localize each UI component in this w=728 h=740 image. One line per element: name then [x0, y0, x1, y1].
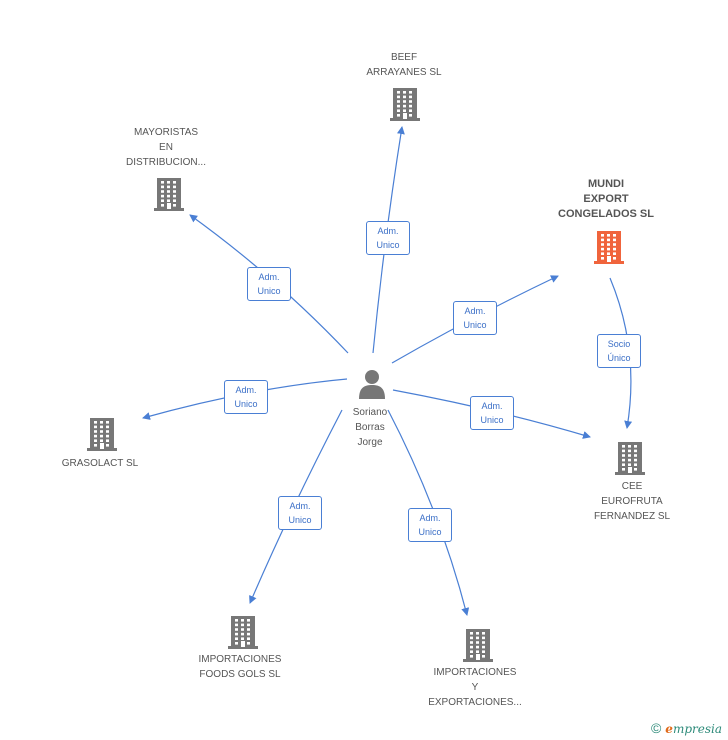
node-importaciones_export[interactable]: IMPORTACIONES Y EXPORTACIONES...: [410, 665, 540, 710]
node-label-line: Y: [471, 682, 479, 693]
node-label-line: IMPORTACIONES: [198, 654, 282, 665]
copyright-icon: ©: [650, 720, 662, 736]
edge-label-line: Adm.: [289, 501, 311, 511]
node-label-line: GRASOLACT SL: [61, 458, 139, 469]
building-icon[interactable]: [227, 615, 259, 654]
edge-label-line: Unico: [288, 515, 312, 525]
edge-label-line: Adm.: [377, 226, 399, 236]
node-label: IMPORTACIONES FOODS GOLS SL: [175, 652, 305, 682]
edge-label-line: Adm.: [258, 272, 280, 282]
node-grasolact[interactable]: GRASOLACT SL: [35, 456, 165, 471]
node-label-line: CEE: [621, 481, 643, 492]
node-label-line: MUNDI: [587, 178, 625, 190]
edge-label-mundi[interactable]: Adm. Unico: [453, 301, 497, 335]
node-label-line: EN: [159, 142, 173, 153]
node-label-line: Jorge: [357, 437, 383, 448]
copyright-footer[interactable]: ©empresia: [651, 720, 722, 736]
node-mayoristas[interactable]: MAYORISTAS EN DISTRIBUCION...: [101, 125, 231, 170]
edge-label-grasolact[interactable]: Adm. Unico: [224, 380, 268, 414]
building-icon[interactable]: [593, 230, 625, 269]
edge-label-line: Unico: [376, 240, 400, 250]
node-label-line: Borras: [355, 422, 385, 433]
edge-label-line: Unico: [257, 286, 281, 296]
node-label-line: EXPORTACIONES...: [428, 697, 522, 708]
building-icon[interactable]: [153, 177, 185, 216]
node-label: GRASOLACT SL: [35, 456, 165, 471]
node-label-line: DISTRIBUCION...: [125, 157, 206, 168]
node-mundi[interactable]: MUNDI EXPORT CONGELADOS SL: [541, 177, 671, 222]
edge-label-mayoristas[interactable]: Adm. Unico: [247, 267, 291, 301]
edge-label-line: Unico: [418, 527, 442, 537]
node-label-line: FERNANDEZ SL: [593, 511, 671, 522]
edge-label-line: Unico: [480, 415, 504, 425]
edge-label-line: Único: [607, 353, 631, 363]
node-beef[interactable]: BEEF ARRAYANES SL: [339, 50, 469, 80]
edge-label-line: Unico: [463, 320, 487, 330]
node-label-line: EUROFRUTA: [601, 496, 663, 507]
edge-label-line: Adm.: [481, 401, 503, 411]
empresia-logo[interactable]: empresia: [665, 722, 722, 736]
edge-label-importaciones_foods[interactable]: Adm. Unico: [278, 496, 322, 530]
building-icon[interactable]: [614, 441, 646, 480]
node-label-line: ARRAYANES SL: [366, 67, 442, 78]
node-label: IMPORTACIONES Y EXPORTACIONES...: [410, 665, 540, 710]
node-label-line: Soriano: [352, 407, 388, 418]
building-icon[interactable]: [462, 628, 494, 667]
node-label: MUNDI EXPORT CONGELADOS SL: [541, 177, 671, 222]
edge-label-line: Socio: [607, 339, 631, 349]
edge-label-line: Unico: [234, 399, 258, 409]
person-icon[interactable]: [358, 369, 386, 404]
node-cee[interactable]: CEE EUROFRUTA FERNANDEZ SL: [567, 479, 697, 524]
edge-label-cee[interactable]: Adm. Unico: [470, 396, 514, 430]
edge-label-line: Adm.: [419, 513, 441, 523]
node-importaciones_foods[interactable]: IMPORTACIONES FOODS GOLS SL: [175, 652, 305, 682]
edge-label-line: Adm.: [235, 385, 257, 395]
node-label: CEE EUROFRUTA FERNANDEZ SL: [567, 479, 697, 524]
building-icon[interactable]: [86, 417, 118, 456]
edge-label-importaciones_export[interactable]: Adm. Unico: [408, 508, 452, 542]
node-label-line: EXPORT: [583, 193, 629, 205]
node-label: BEEF ARRAYANES SL: [339, 50, 469, 80]
edge-label-beef[interactable]: Adm. Unico: [366, 221, 410, 255]
node-label-line: BEEF: [390, 52, 418, 63]
node-label-line: FOODS GOLS SL: [199, 669, 281, 680]
node-label-line: CONGELADOS SL: [558, 208, 654, 220]
node-label: MAYORISTAS EN DISTRIBUCION...: [101, 125, 231, 170]
node-label-line: MAYORISTAS: [133, 127, 199, 138]
edge-label-line: Adm.: [464, 306, 486, 316]
node-label-line: IMPORTACIONES: [433, 667, 517, 678]
building-icon[interactable]: [389, 87, 421, 126]
